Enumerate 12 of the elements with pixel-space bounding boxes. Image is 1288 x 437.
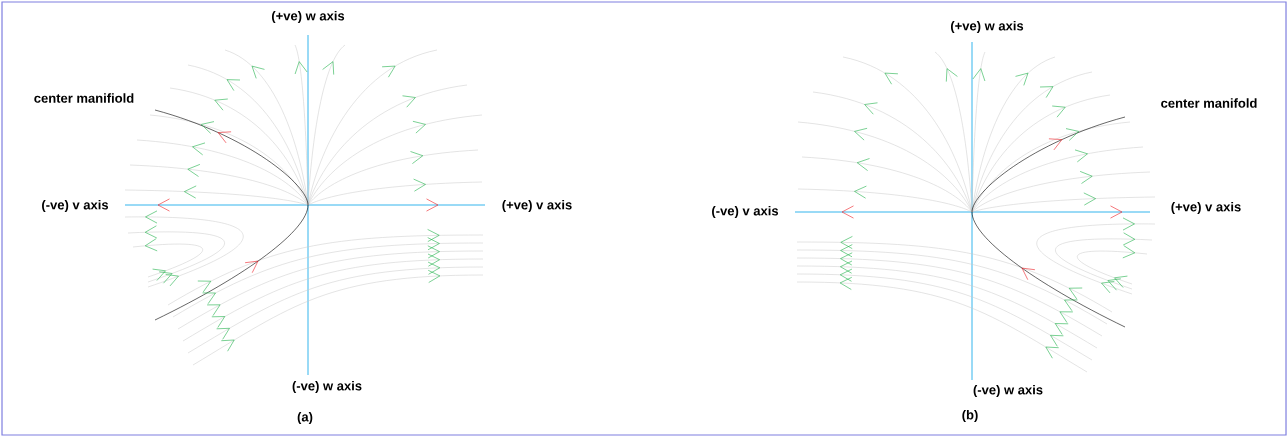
axis-label: (+ve) w axis [271, 10, 345, 24]
panel-label: (b) [962, 409, 978, 423]
axis-label: (-ve) w axis [292, 380, 362, 394]
axis-label: (-ve) v axis [712, 205, 779, 219]
axis-label: (+ve) v axis [502, 199, 572, 213]
axis-label: (-ve) v axis [42, 199, 109, 213]
panel-label: (a) [297, 411, 313, 425]
axis-label: (+ve) w axis [951, 20, 1024, 34]
curve-label: center manifiold [34, 93, 134, 103]
curve-label: center manifold [1161, 98, 1257, 108]
axis-label: (-ve) w axis [973, 384, 1043, 398]
axis-label: (+ve) v axis [1171, 201, 1241, 215]
